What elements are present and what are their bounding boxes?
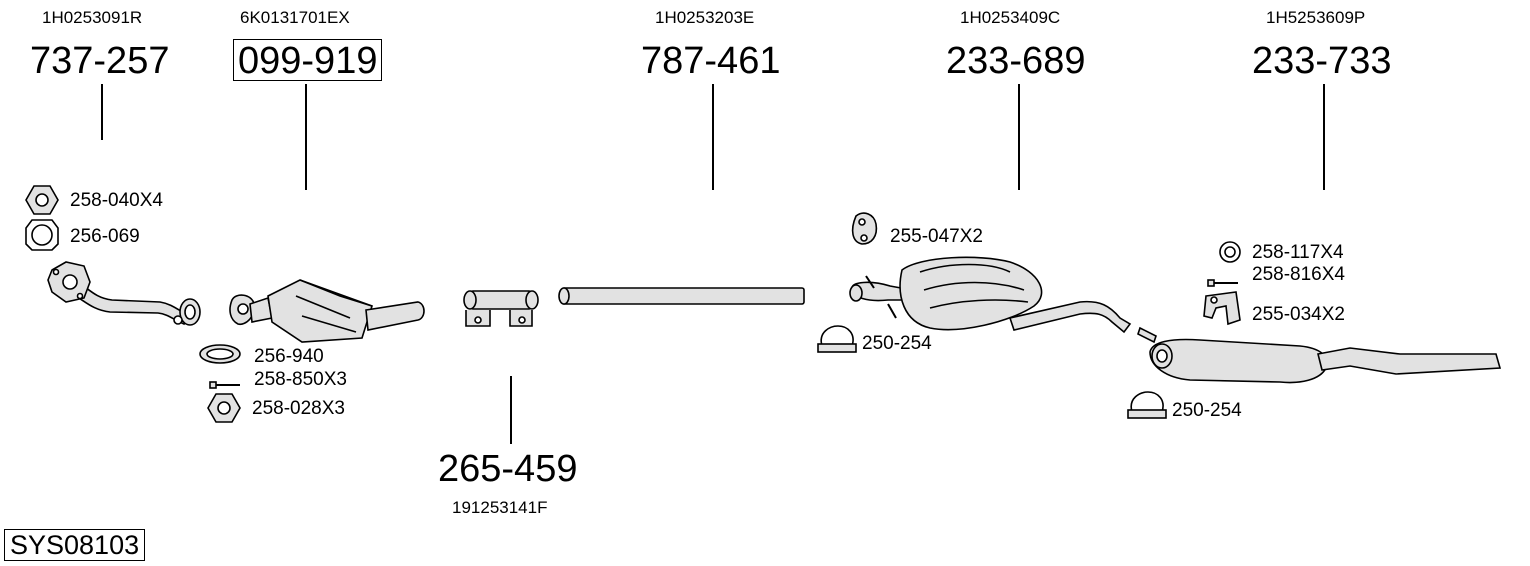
system-code: SYS08103 — [4, 529, 146, 562]
hex-nut-icon — [25, 185, 59, 215]
pipe-clamp-part[interactable] — [463, 290, 539, 327]
oem-number: 191253141F — [452, 498, 548, 517]
accessory-label[interactable]: 250-254 — [862, 333, 932, 354]
catalytic-converter-part[interactable] — [229, 279, 425, 343]
pipe-clamp-icon — [817, 325, 857, 353]
part-number[interactable]: 233-689 — [946, 40, 1086, 82]
intermediate-pipe-part[interactable] — [558, 287, 805, 305]
accessory-label[interactable]: 255-034X2 — [1252, 304, 1345, 325]
oem-number: 1H0253203E — [655, 8, 755, 27]
bracket-hanger-icon — [1203, 291, 1241, 326]
bolt-icon — [1207, 279, 1238, 287]
flange-gasket-icon — [25, 219, 59, 251]
part-number-highlighted[interactable]: 099-919 — [233, 39, 383, 81]
centre-silencer-part[interactable] — [849, 256, 1132, 334]
ring-gasket-icon — [199, 344, 241, 364]
accessory-label[interactable]: 256-069 — [70, 226, 140, 247]
accessory-label[interactable]: 258-850X3 — [254, 369, 347, 390]
part-number[interactable]: 737-257 — [30, 40, 170, 82]
accessory-label[interactable]: 258-117X4 — [1252, 242, 1344, 263]
leader-lines — [101, 84, 1325, 444]
oem-number: 1H5253609P — [1266, 8, 1366, 27]
bolt-icon — [209, 381, 240, 389]
accessory-label[interactable]: 258-816X4 — [1252, 264, 1345, 285]
washer-icon — [1219, 241, 1241, 263]
hex-nut-icon — [207, 393, 241, 423]
accessory-label[interactable]: 256-940 — [254, 346, 324, 367]
part-number[interactable]: 787-461 — [641, 40, 781, 82]
front-pipe-part[interactable] — [47, 261, 201, 326]
accessory-label[interactable]: 255-047X2 — [890, 226, 983, 247]
oem-number: 1H0253091R — [42, 8, 143, 27]
accessory-label[interactable]: 250-254 — [1172, 400, 1242, 421]
rubber-hanger-icon — [851, 212, 878, 245]
accessory-label[interactable]: 258-028X3 — [252, 398, 345, 419]
accessory-label[interactable]: 258-040X4 — [70, 190, 163, 211]
part-number[interactable]: 233-733 — [1252, 40, 1392, 82]
part-number[interactable]: 265-459 — [438, 448, 578, 490]
oem-number: 1H0253409C — [960, 8, 1061, 27]
oem-number: 6K0131701EX — [240, 8, 350, 27]
pipe-clamp-icon — [1127, 391, 1167, 419]
rear-silencer-part[interactable] — [1137, 326, 1502, 384]
